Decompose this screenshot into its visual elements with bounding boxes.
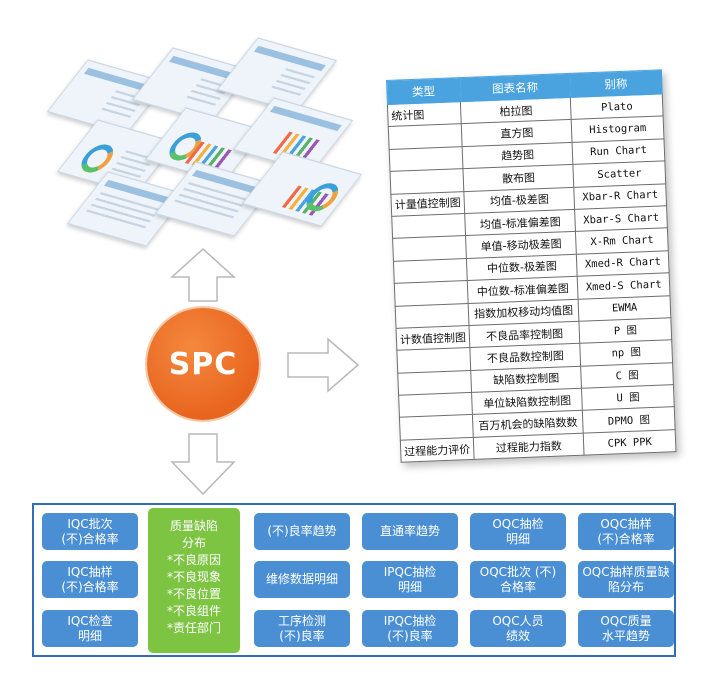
right-arrow-icon	[286, 337, 360, 397]
module-repair-detail[interactable]: 维修数据明细	[254, 561, 350, 598]
module-iqc-detail[interactable]: IQC检查 明细	[42, 610, 138, 647]
cell-type	[398, 392, 473, 418]
cell-alias: CPK PPK	[583, 429, 676, 456]
header-type: 类型	[386, 77, 461, 105]
module-oqc-sample-pass[interactable]: OQC抽样 (不)合格率	[578, 513, 674, 550]
cell-type: 计数值控制图	[396, 325, 470, 351]
cell-type	[390, 168, 464, 194]
module-oqc-batch-pass[interactable]: OQC批次 (不) 合格率	[470, 561, 566, 598]
app-screenshots-collage	[46, 37, 363, 247]
spc-label: SPC	[168, 346, 238, 382]
cell-type	[389, 146, 463, 172]
module-ipqc-good-rate[interactable]: IPQC抽检 (不)良率	[362, 610, 458, 647]
module-quality-defect-distribution[interactable]: 质量缺陷 分布 *不良原因 *不良现象 *不良位置 *不良组件 *责任部门	[148, 508, 240, 653]
spc-center-circle: SPC	[147, 308, 259, 420]
modules-panel: IQC批次 (不)合格率 IQC抽样 (不)合格率 IQC检查 明细 质量缺陷 …	[32, 503, 676, 657]
header-alias: 别称	[569, 69, 663, 98]
module-oqc-staff-performance[interactable]: OQC人员 绩效	[470, 610, 566, 647]
module-oqc-quality-trend[interactable]: OQC质量 水平趋势	[578, 610, 674, 647]
cell-type: 过程能力评价	[400, 437, 475, 463]
cell-type	[391, 213, 466, 239]
module-ipqc-sample-detail[interactable]: IPQC抽检 明细	[362, 561, 458, 598]
module-oqc-sample-detail[interactable]: OQC抽检 明细	[470, 513, 566, 550]
screenshot-thumbnail	[241, 151, 363, 227]
cell-type: 统计图	[387, 101, 462, 127]
module-process-good-rate[interactable]: 工序检测 (不)良率	[254, 610, 350, 647]
module-good-rate-trend[interactable]: (不)良率趋势	[254, 513, 350, 550]
module-oqc-defect-distribution[interactable]: OQC抽样质量缺 陷分布	[578, 561, 674, 598]
cell-type	[393, 258, 468, 284]
module-iqc-batch-pass[interactable]: IQC批次 (不)合格率	[42, 513, 138, 550]
module-first-pass-trend[interactable]: 直通率趋势	[362, 513, 458, 550]
cell-type: 计量值控制图	[390, 191, 465, 217]
cell-type	[394, 280, 469, 306]
cell-type	[397, 370, 472, 396]
cell-type	[392, 235, 467, 262]
module-iqc-sample-pass[interactable]: IQC抽样 (不)合格率	[42, 561, 138, 598]
up-arrow-icon	[170, 247, 236, 307]
cell-type	[396, 347, 471, 373]
cell-type	[388, 124, 463, 150]
down-arrow-icon	[170, 432, 236, 500]
cell-chart-name: 过程能力指数	[473, 433, 585, 460]
cell-type	[399, 414, 474, 441]
cell-type	[395, 303, 469, 329]
